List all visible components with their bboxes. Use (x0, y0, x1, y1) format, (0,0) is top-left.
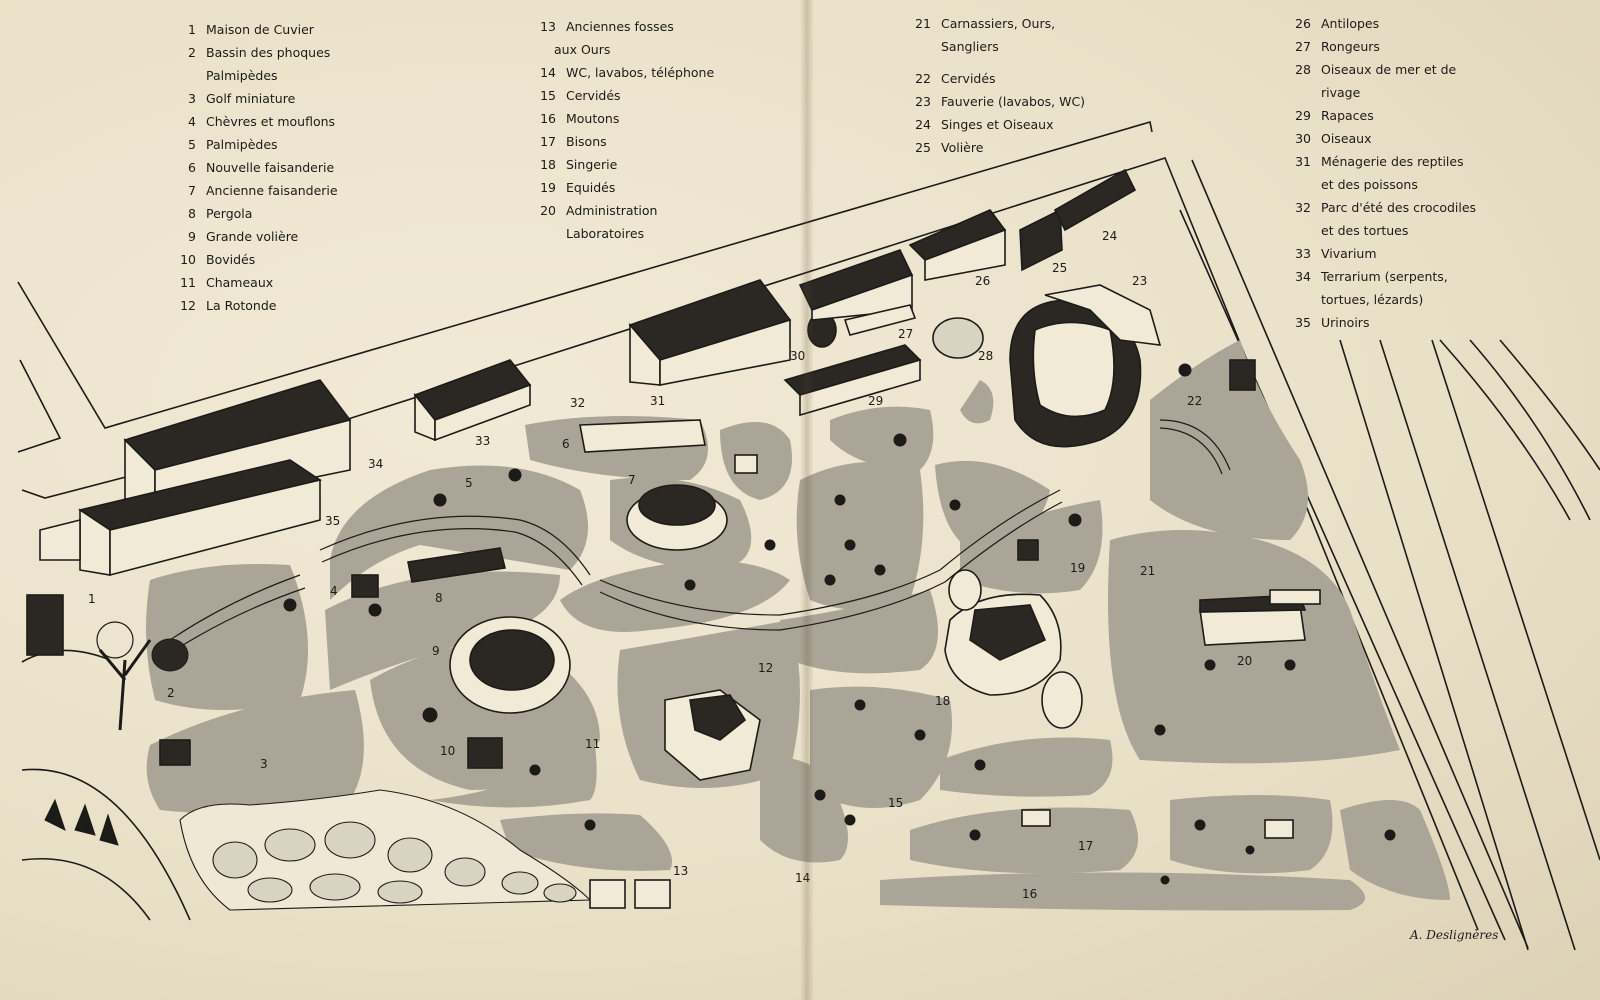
map-number-labels: 1 2 3 4 5 6 7 8 9 10 11 12 13 14 15 16 1… (88, 229, 1252, 901)
map-label-33: 33 (475, 434, 490, 448)
footpaths (169, 419, 1231, 651)
map-label-2: 2 (167, 686, 175, 700)
map-label-27: 27 (898, 327, 913, 341)
map-label-10: 10 (440, 744, 455, 758)
map-label-14: 14 (795, 871, 810, 885)
buildings (26, 168, 1321, 909)
map-label-20: 20 (1237, 654, 1252, 668)
legend-item-32-cont: et des tortues (1321, 223, 1409, 238)
legend-item-13-cont: aux Ours (554, 42, 611, 57)
seal-pool (151, 638, 189, 672)
map-label-3: 3 (260, 757, 268, 771)
legend-item-34-cont: tortues, lézards) (1321, 292, 1424, 307)
map-label-7: 7 (628, 473, 636, 487)
map-label-9: 9 (432, 644, 440, 658)
map-label-28: 28 (978, 349, 993, 363)
map-label-8: 8 (435, 591, 443, 605)
map-label-26: 26 (975, 274, 990, 288)
legend-item-21-cont: Sangliers (941, 39, 999, 54)
maison-de-cuvier-building (39, 379, 352, 577)
map-label-15: 15 (888, 796, 903, 810)
legend-item-2-cont: Palmipèdes (206, 68, 278, 83)
trees (44, 363, 1396, 885)
map-label-13: 13 (673, 864, 688, 878)
map-label-22: 22 (1187, 394, 1202, 408)
map-label-11: 11 (585, 737, 600, 751)
map-label-17: 17 (1078, 839, 1093, 853)
page-fold (800, 0, 814, 1000)
map-label-1: 1 (88, 592, 96, 606)
map-label-23: 23 (1132, 274, 1147, 288)
map-label-19: 19 (1070, 561, 1085, 575)
map-label-31: 31 (650, 394, 665, 408)
map-label-12: 12 (758, 661, 773, 675)
legend-item-31-cont: et des poissons (1321, 177, 1418, 192)
legend-item-28-cont: rivage (1321, 85, 1361, 100)
map-label-5: 5 (465, 476, 473, 490)
map-label-18: 18 (935, 694, 950, 708)
map-label-30: 30 (790, 349, 805, 363)
flower-garden (179, 789, 592, 911)
artist-signature: A. Deslignères (1410, 928, 1499, 942)
map-label-24: 24 (1102, 229, 1117, 243)
map-label-29: 29 (868, 394, 883, 408)
map-label-25: 25 (1052, 261, 1067, 275)
map-label-6: 6 (562, 437, 570, 451)
map-label-4: 4 (330, 584, 338, 598)
map-label-35: 35 (325, 514, 340, 528)
legend-item-20-cont: Laboratoires (566, 226, 645, 241)
map-label-32: 32 (570, 396, 585, 410)
map-label-16: 16 (1022, 887, 1037, 901)
map-label-34: 34 (368, 457, 383, 471)
map-label-21: 21 (1140, 564, 1155, 578)
